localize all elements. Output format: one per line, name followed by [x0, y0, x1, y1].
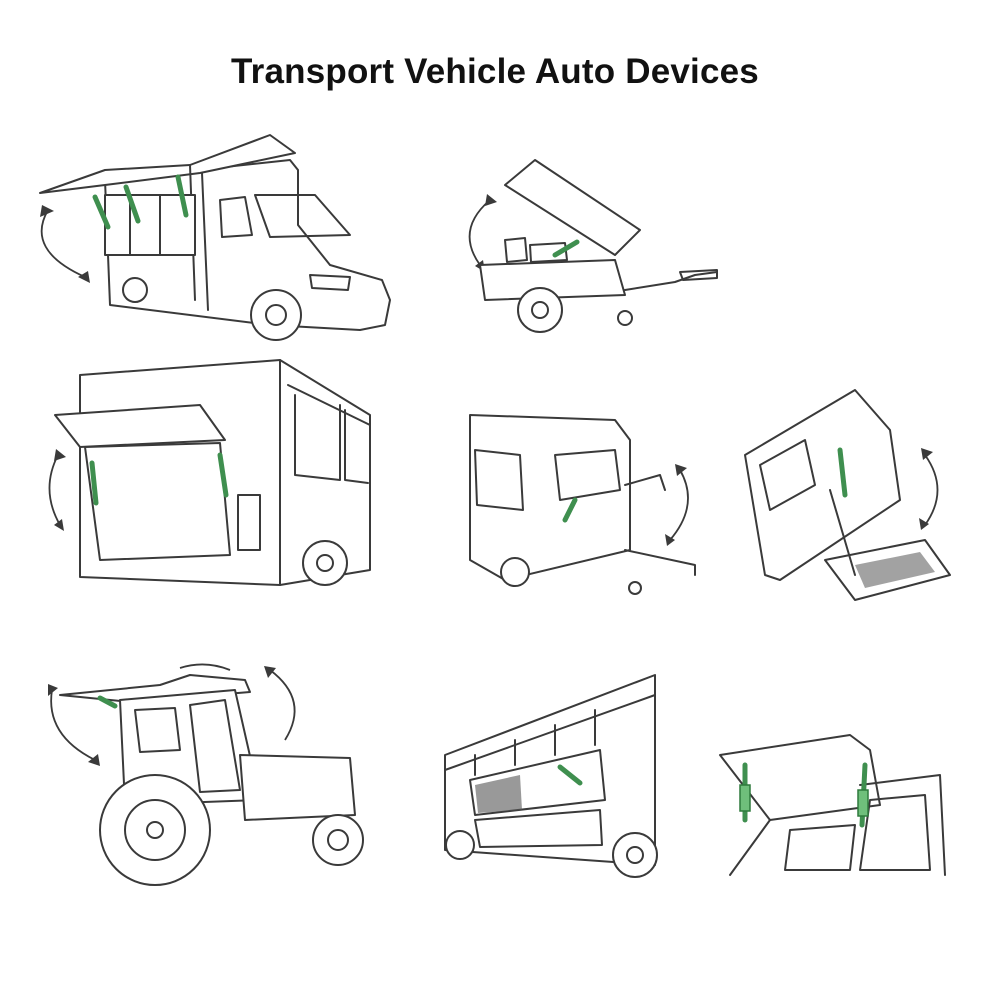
utility-trailer-illustration — [455, 159, 725, 340]
caravan-illustration — [465, 400, 705, 600]
tractor-illustration — [40, 650, 370, 895]
page-title: Transport Vehicle Auto Devices — [231, 52, 759, 91]
food-truck-illustration — [30, 125, 400, 350]
van-door-illustration — [744, 389, 960, 605]
car-tailgate-illustration — [710, 725, 950, 880]
coach-bay-illustration — [440, 674, 660, 885]
bus-rear-illustration — [40, 355, 375, 600]
